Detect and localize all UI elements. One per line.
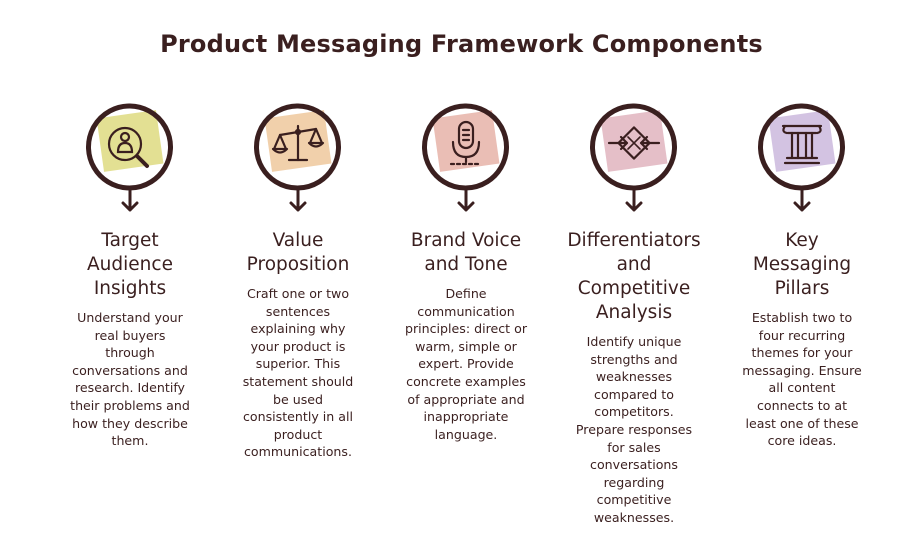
value-proposition-emblem [254, 103, 341, 212]
differentiators-emblem [590, 103, 677, 212]
pillar-icon [781, 124, 823, 165]
messaging-pillars-emblem [758, 103, 845, 212]
color-wash [96, 110, 164, 172]
page-title: Product Messaging Framework Components [160, 30, 763, 58]
color-wash [600, 110, 668, 172]
differentiation-arrows-icon [607, 126, 661, 160]
audience-insight-icon [107, 126, 149, 168]
balance-scale-icon [271, 124, 325, 162]
audience-insight-emblem [86, 103, 173, 212]
microphone-icon [449, 120, 483, 166]
brand-voice-emblem [422, 103, 509, 212]
